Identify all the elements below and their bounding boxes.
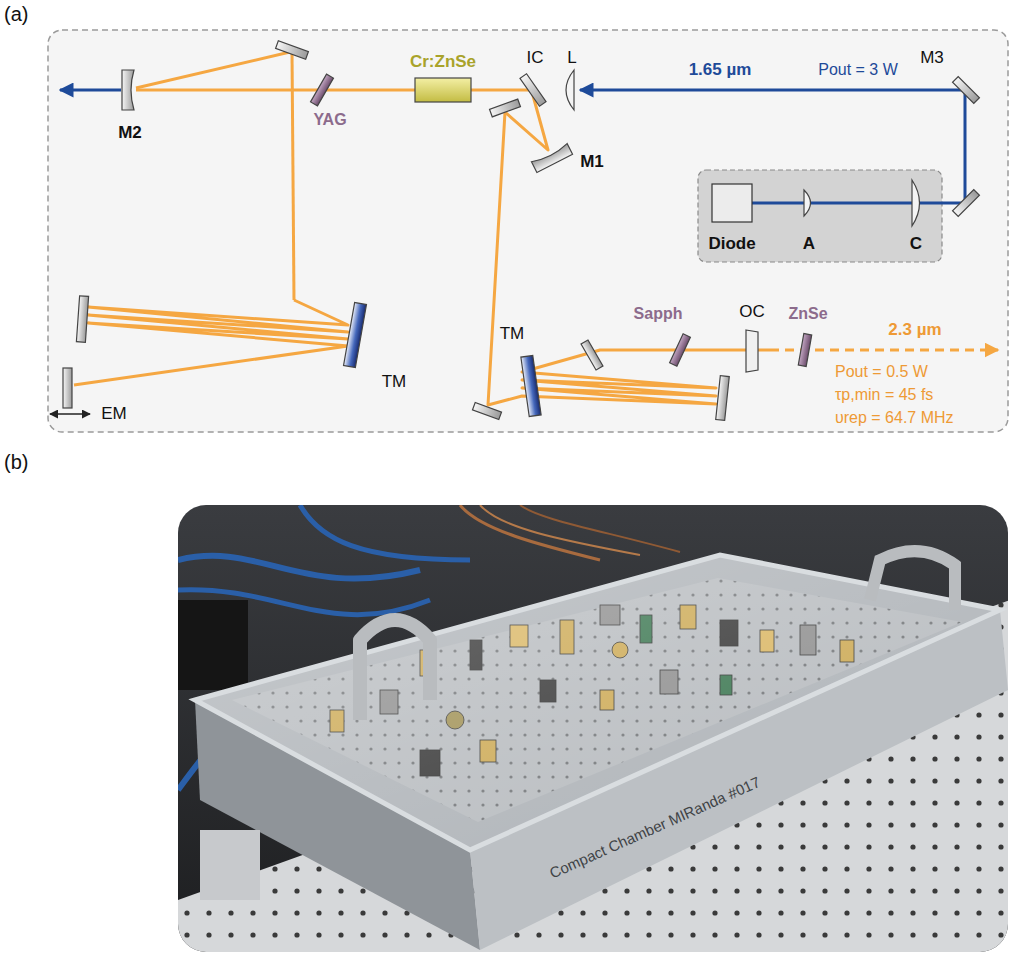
fold-mirror xyxy=(276,41,309,59)
fold-mirror xyxy=(581,340,603,370)
component-label: ZnSe xyxy=(788,305,827,323)
laser-beam xyxy=(74,52,998,405)
panel-label: (a) xyxy=(4,3,28,25)
aspheric-lens xyxy=(804,190,811,216)
laser-diode xyxy=(712,184,752,222)
component-label: L xyxy=(567,49,576,68)
parameter-label: Pout = 0.5 W xyxy=(835,363,928,380)
parameter-label: τp,min = 45 fs xyxy=(835,386,933,403)
component-label: A xyxy=(803,234,815,253)
power-label: Pout = 3 W xyxy=(818,61,898,79)
component-label: Diode xyxy=(708,234,755,253)
optics xyxy=(50,41,979,421)
concave-mirror xyxy=(122,70,134,110)
component-label: YAG xyxy=(313,111,346,128)
component-label: EM xyxy=(101,404,127,423)
component-label: EM xyxy=(101,405,127,424)
wavelength-label: 1.65 µm xyxy=(689,61,752,80)
wavelength-label: 2.3 µm xyxy=(888,321,941,340)
fold-mirror xyxy=(953,190,980,217)
component-label: M2 xyxy=(118,123,142,142)
translation-arrow xyxy=(50,413,90,415)
wavelength-label: 1.65 µm xyxy=(689,60,752,79)
thin-film-mirror xyxy=(521,355,541,416)
yag-plate xyxy=(311,74,334,106)
cylindrical-lens xyxy=(912,180,920,226)
component-label: C xyxy=(910,234,922,253)
pump-module xyxy=(698,170,942,262)
fold-mirror xyxy=(76,296,88,343)
sapphire-plate xyxy=(670,334,691,366)
component-label: M1 xyxy=(580,152,604,171)
component-label: YAG xyxy=(313,111,346,129)
fold-mirror xyxy=(472,402,501,419)
component-label: A xyxy=(803,235,815,254)
component-label: M3 xyxy=(920,49,944,68)
parameter-label: τp,min = 45 fs xyxy=(835,386,933,404)
component-label: OC xyxy=(739,303,765,322)
component-label: TM xyxy=(500,325,525,344)
crystal-label: Cr:ZnSe xyxy=(410,52,476,71)
output-coupler xyxy=(746,330,758,372)
panel-label: (a) xyxy=(4,3,28,25)
component-label: Sapph xyxy=(634,305,683,323)
component-label: M2 xyxy=(118,124,142,143)
fold-mirror xyxy=(490,99,521,117)
component-label: OC xyxy=(739,302,765,321)
panel-label: (b) xyxy=(4,451,28,473)
fold-mirror xyxy=(716,376,730,421)
component-label: C xyxy=(910,235,922,254)
parameter-label: υrep = 64.7 MHz xyxy=(835,409,954,426)
component-label: L xyxy=(567,48,576,67)
concave-mirror xyxy=(531,144,572,173)
component-label: TM xyxy=(382,372,407,391)
gain-crystal xyxy=(415,78,471,102)
engraved-text: Compact Chamber MIRanda #017 xyxy=(547,773,763,881)
crystal-label: Cr:ZnSe xyxy=(410,53,476,72)
component-label: IC xyxy=(527,49,544,68)
end-mirror xyxy=(63,368,72,408)
wavelength-label: 2.3 µm xyxy=(888,320,941,339)
laser-photo xyxy=(178,505,1008,952)
input-coupler xyxy=(520,74,546,106)
component-label: TM xyxy=(382,373,407,392)
fold-mirror xyxy=(953,77,980,104)
component-label: Diode xyxy=(708,235,755,254)
component-label: Sapph xyxy=(634,305,683,322)
component-label: M3 xyxy=(920,48,944,67)
znse-plate xyxy=(798,334,811,367)
power-label: Pout = 3 W xyxy=(818,61,898,78)
parameter-label: Pout = 0.5 W xyxy=(835,363,928,381)
pump-beam xyxy=(60,90,965,203)
parameter-label: υrep = 64.7 MHz xyxy=(835,409,954,427)
component-label: TM xyxy=(500,324,525,343)
component-label: M1 xyxy=(580,153,604,172)
panel-label: (b) xyxy=(4,451,28,473)
pump-lens xyxy=(566,70,574,110)
engraved-text: Compact Chamber MIRanda #017 xyxy=(547,774,762,882)
component-label: IC xyxy=(527,48,544,67)
component-label: ZnSe xyxy=(788,305,827,322)
thin-film-mirror xyxy=(344,302,367,367)
setup-frame xyxy=(48,30,1008,432)
